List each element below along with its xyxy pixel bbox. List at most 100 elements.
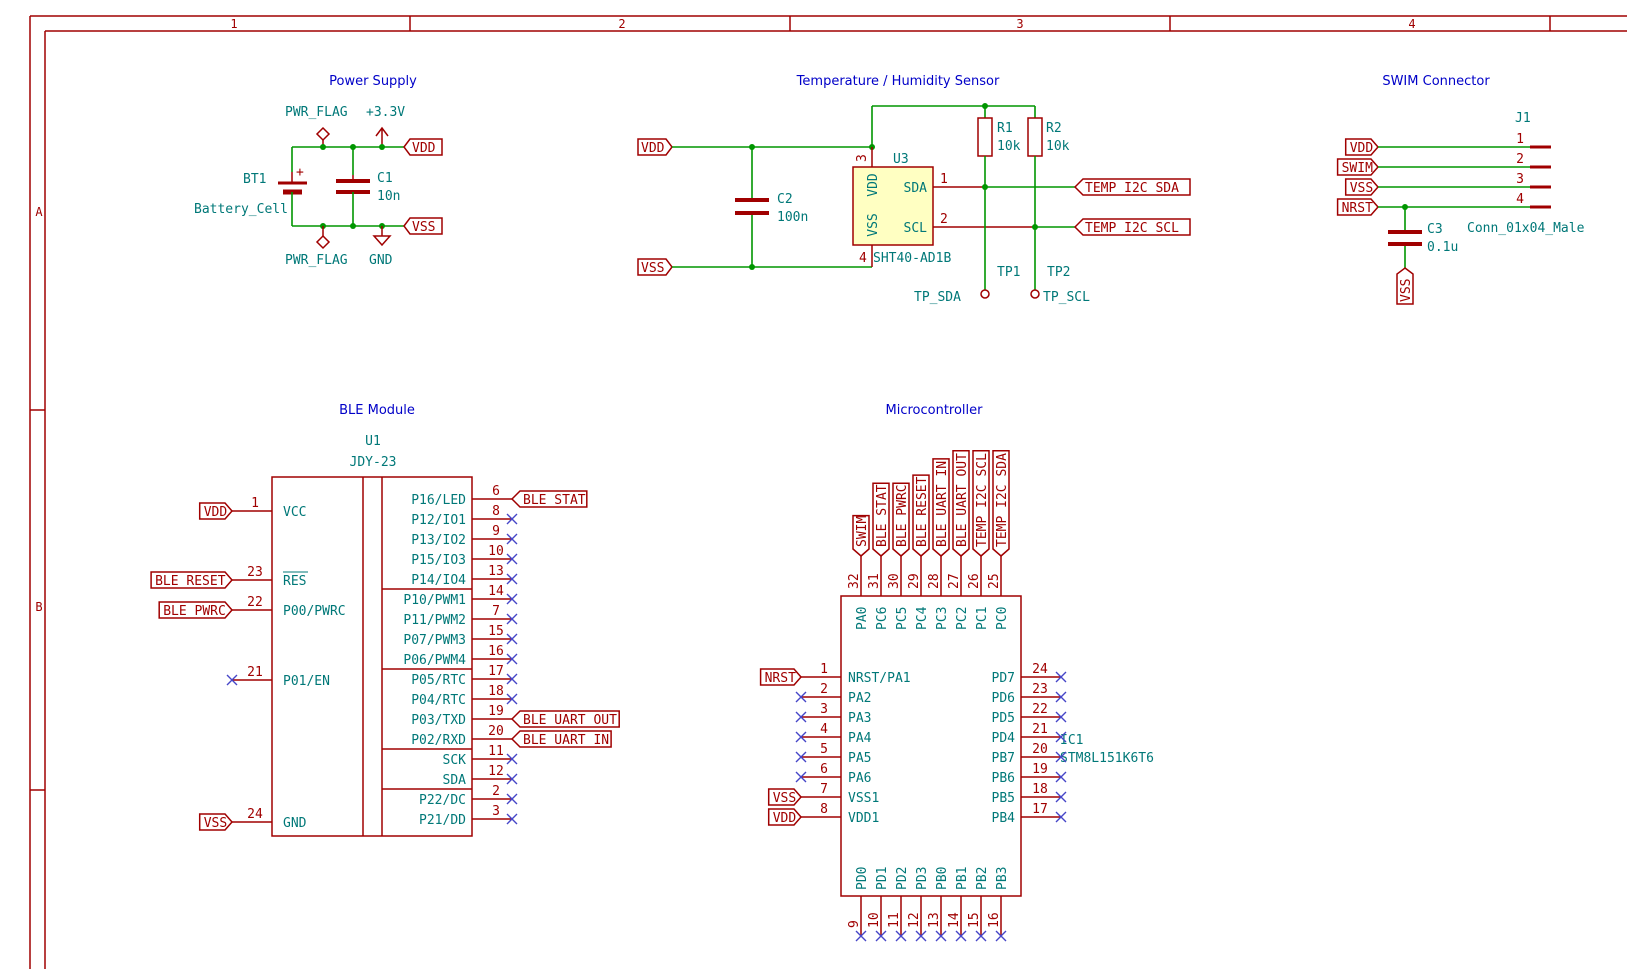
u1-right-pins: P16/LED6BLE_STATP12/IO18P13/IO29P15/IO31… [382, 484, 620, 828]
ic1-pin-pc3: PC3 [935, 607, 950, 630]
u1-net-ble-stat-shape [510, 490, 588, 508]
u1-pnum-24: 24 [247, 807, 263, 822]
ic1-pnum-12: 12 [907, 912, 922, 928]
ic1-pin-pd5: PD5 [992, 711, 1015, 726]
u1-pnum-6: 6 [492, 484, 500, 499]
u1-module-body [271, 476, 473, 837]
ic1-pnum-4: 4 [820, 722, 828, 737]
u1-net-ble-stat: BLE_STAT [523, 493, 586, 508]
c3-ref: C3 [1427, 222, 1443, 237]
ic1-pnum-23: 23 [1032, 682, 1048, 697]
ble-block: BLE Module U1 JDY-23 1VCCVDD23RESBLE_RES… [150, 403, 620, 837]
ic1-pin-pb0: PB0 [935, 867, 950, 890]
ic1-nc-19 [1055, 771, 1067, 783]
sheet-frame: 1 2 3 4 A B [29, 15, 1627, 969]
u1-pnum-11: 11 [488, 744, 504, 759]
c2-ref: C2 [777, 192, 793, 207]
frame-col-1: 1 [230, 17, 237, 31]
temp-i2c-scl-label: TEMP_I2C_SCL [1073, 218, 1191, 236]
ic1-ref: IC1 [1060, 733, 1083, 748]
ic1-pin-pd2: PD2 [895, 867, 910, 890]
j1-value: Conn_01x04_Male [1467, 221, 1585, 236]
ic1-pin-pb4: PB4 [992, 811, 1016, 826]
ic1-pnum-31: 31 [867, 573, 882, 589]
ic1-pin-pd0: PD0 [855, 867, 870, 890]
ic1-nc-15 [975, 930, 987, 942]
u3-pnum-vdd: 3 [855, 154, 870, 162]
u1-value: JDY-23 [350, 455, 397, 470]
swim-net-vdd: VDD [1350, 141, 1374, 156]
ic1-net-temp-i2c-scl-shape [972, 450, 990, 557]
frame-col-2: 2 [618, 17, 625, 31]
swim-net-swim: SWIM [1342, 161, 1373, 176]
u1-net-vss: VSS [204, 816, 227, 831]
ic1-pnum-9: 9 [847, 920, 862, 928]
swim-title: SWIM Connector [1382, 74, 1490, 89]
u3-pin-vss: VSS [866, 213, 881, 236]
tp2-ref: TP2 [1047, 265, 1070, 280]
temp-i2c-sda-label: TEMP_I2C_SDA [1073, 178, 1191, 196]
u1-net-vdd: VDD [204, 505, 228, 520]
ic1-net-nrst-1: NRST [765, 671, 796, 686]
frame-col-3: 3 [1016, 17, 1023, 31]
u1-pnum-19: 19 [488, 704, 504, 719]
ic1-net-vss-7: VSS [773, 791, 796, 806]
tp1-testpoint-symbol [980, 289, 990, 299]
ic1-net-ble-uart-in-shape [932, 458, 950, 557]
swim-block: SWIM Connector J1 Conn_01x04_Male VDD1SW… [1336, 74, 1585, 305]
ic1-left-pins: 1NRST/PA1NRST2PA23PA34PA45PA56PA67VSS1VS… [759, 662, 911, 826]
c2-value: 100n [777, 210, 808, 225]
ic1-nc-11 [895, 930, 907, 942]
ic1-net-temp-i2c-sda-shape [992, 450, 1010, 557]
u3-pin-vdd: VDD [866, 173, 881, 197]
u1-pnum-8: 8 [492, 504, 500, 519]
u1-nc-3 [506, 813, 518, 825]
power-supply-block: Power Supply PWR_FLAG +3.3V + BT1 Batter… [194, 74, 443, 268]
u1-pnum-10: 10 [488, 544, 504, 559]
u1-nc-15 [506, 633, 518, 645]
u1-pnum-2: 2 [492, 784, 500, 799]
u1-pnum-1: 1 [251, 496, 259, 511]
ic1-mcu-body [840, 595, 1022, 897]
pwr-flag-top-label: PWR_FLAG [285, 105, 348, 120]
u1-net-ble-pwrc-shape [158, 601, 233, 619]
u1-pin-p06-pwm4: P06/PWM4 [403, 653, 466, 668]
u3-pin-scl: SCL [904, 221, 928, 236]
ic1-nc-22 [1055, 711, 1067, 723]
j1-ref: J1 [1515, 111, 1531, 126]
ic1-pin-pa0: PA0 [855, 607, 870, 630]
ic1-pnum-13: 13 [927, 912, 942, 928]
j1-pin-4: 4 [1516, 192, 1524, 207]
ic1-nc-10 [875, 930, 887, 942]
ic1-pnum-10: 10 [867, 912, 882, 928]
tp2-value: TP_SCL [1043, 290, 1090, 305]
svg-text:TEMP_I2C_SCL: TEMP_I2C_SCL [1085, 221, 1179, 236]
u1-net-vdd-shape [198, 502, 233, 520]
ic1-nc-14 [955, 930, 967, 942]
frame-col-4: 4 [1408, 17, 1415, 31]
u3-pnum-sda: 1 [940, 172, 948, 187]
u1-nc-17 [506, 673, 518, 685]
ic1-pin-pb1: PB1 [955, 867, 970, 890]
u1-pin-p10-pwm1: P10/PWM1 [403, 593, 466, 608]
ic1-nc-6 [795, 771, 807, 783]
sensor-title: Temperature / Humidity Sensor [796, 74, 1000, 89]
ic1-pnum-8: 8 [820, 802, 828, 817]
u3-value: SHT40-AD1B [873, 251, 951, 266]
ic1-pin-pa5: PA5 [848, 751, 871, 766]
u1-pnum-20: 20 [488, 724, 504, 739]
u1-left-pins: 1VCCVDD23RESBLE_RESET22P00/PWRCBLE_PWRC2… [150, 496, 346, 831]
ic1-pin-pc1: PC1 [975, 607, 990, 630]
c2-capacitor-symbol [735, 147, 769, 267]
ic1-pin-pc0: PC0 [995, 607, 1010, 630]
u1-net-ble-uart-in-shape [510, 730, 612, 748]
ic1-net-temp-i2c-sda: TEMP_I2C_SDA [995, 453, 1010, 547]
ic1-net-ble-reset: BLE_RESET [915, 476, 930, 547]
rail-3v3-label: +3.3V [366, 105, 405, 120]
ic1-pin-pb5: PB5 [992, 791, 1015, 806]
tp2-testpoint-symbol [1030, 289, 1040, 299]
pwr-flag-bottom-symbol [315, 234, 331, 250]
swim-net-vss-shape [1344, 178, 1379, 196]
